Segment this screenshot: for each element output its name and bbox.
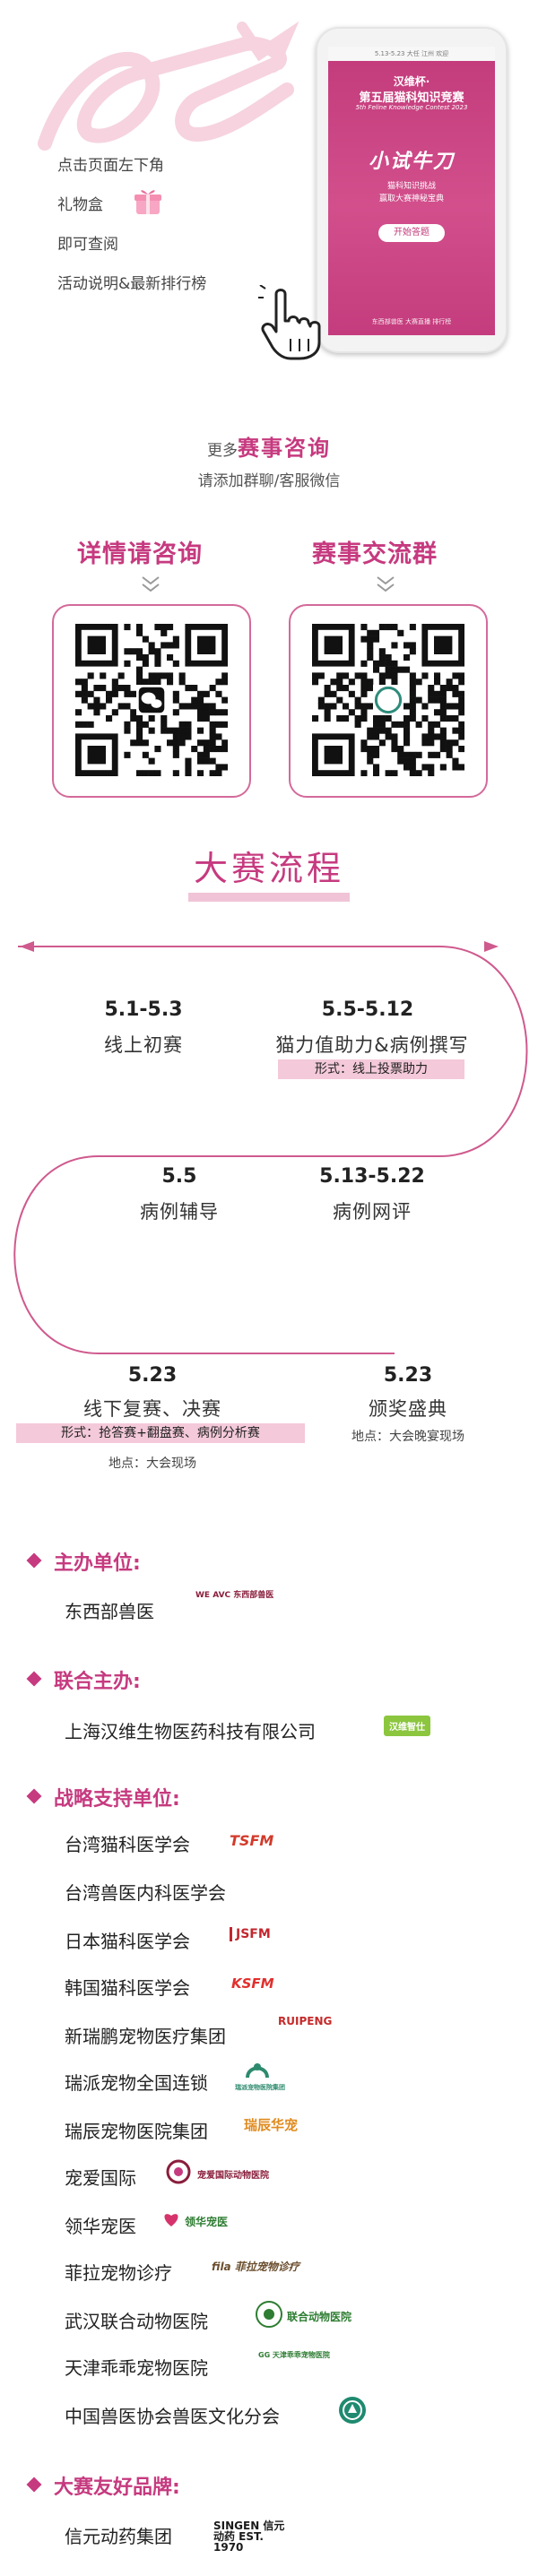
step-1-date: 5.1-5.3 xyxy=(104,998,183,1021)
chongai-logo-icon xyxy=(166,2159,191,2184)
strategic-sponsor-5: 新瑞鹏宠物医疗集团 xyxy=(65,2026,226,2047)
step-2-name: 猫力值助力&病例撰写 xyxy=(275,1034,469,1056)
strategic-label: 战略支持单位: xyxy=(54,1788,180,1811)
linghua-logo-icon xyxy=(164,2214,178,2226)
chevron-down-icon xyxy=(142,576,160,592)
event-slogan: 小试牛刀 xyxy=(368,151,455,173)
intro-line-3: 即可查阅 xyxy=(57,236,118,254)
co-organizer-name: 上海汉维生物医药科技有限公司 xyxy=(65,1721,316,1742)
strategic-sponsor-10: 菲拉宠物诊疗 xyxy=(65,2262,172,2284)
phone-footer: 东西部兽医 大赛直播 排行榜 xyxy=(371,318,452,325)
qr-card-consult[interactable] xyxy=(52,604,251,798)
weavc-logo: WE AVC 东西部兽医 xyxy=(195,1591,274,1600)
intro-line-2: 礼物盒 xyxy=(57,196,103,214)
step-2-tag: 形式：线上投票助力 xyxy=(278,1059,464,1079)
diamond-bullet-icon xyxy=(26,1671,42,1687)
event-tagline-1: 猫科知识挑战 xyxy=(386,182,436,191)
strategic-sponsor-9: 领华宠医 xyxy=(65,2216,136,2237)
step-4-date: 5.13-5.22 xyxy=(319,1165,425,1188)
qr-code-group-icon xyxy=(312,624,464,776)
diamond-bullet-icon xyxy=(26,1552,42,1569)
friends-label: 大赛友好品牌: xyxy=(54,2477,180,2499)
consult-highlight: 赛事咨询 xyxy=(238,436,331,461)
united-animal-hospital-logo-icon xyxy=(256,2301,282,2328)
qr-card-group[interactable] xyxy=(289,604,488,798)
strategic-sponsor-3: 日本猫科医学会 xyxy=(65,1931,190,1952)
ruipeng-logo: RUIPENG xyxy=(278,2015,333,2027)
consult-subtitle: 请添加群聊/客服微信 xyxy=(197,472,341,490)
diamond-bullet-icon xyxy=(26,2477,42,2493)
ruichen-logo: 瑞辰华宠 xyxy=(244,2117,299,2133)
more-prefix: 更多 xyxy=(207,442,238,460)
step-6-date: 5.23 xyxy=(383,1364,433,1387)
flow-title-underline xyxy=(188,893,350,902)
strategic-sponsor-1: 台湾猫科医学会 xyxy=(65,1834,190,1855)
jsfm-logo: JSFM xyxy=(230,1927,271,1941)
phone-screen: 5.13-5.23 大任 江州 欢迎 汉维杯· 第五届猫科知识竞赛 5th Fe… xyxy=(328,47,495,335)
event-title-line2: 第五届猫科知识竞赛 xyxy=(359,91,464,105)
strategic-sponsor-2: 台湾兽医内科医学会 xyxy=(65,1882,226,1904)
strategic-sponsor-12: 天津乖乖宠物医院 xyxy=(65,2357,208,2379)
step-5-date: 5.23 xyxy=(127,1364,178,1387)
united-animal-hospital-logo-text: 联合动物医院 xyxy=(287,2311,352,2323)
step-4-name: 病例网评 xyxy=(333,1201,412,1223)
step-6-location: 地点：大会晚宴现场 xyxy=(351,1430,464,1444)
intro-line-1: 点击页面左下角 xyxy=(57,157,164,175)
event-tagline-2: 赢取大赛神秘宝典 xyxy=(378,194,444,203)
intro-line-4: 活动说明&最新排行榜 xyxy=(57,275,207,293)
pointing-hand-icon xyxy=(258,285,321,360)
qr-code-wechat-icon xyxy=(75,624,228,776)
tsfm-logo: TSFM xyxy=(230,1832,274,1849)
singen-logo: SINGEN 信元动药 EST. 1970 xyxy=(213,2520,285,2554)
ruipai-logo-icon xyxy=(246,2063,269,2079)
step-2-date: 5.5-5.12 xyxy=(321,998,414,1021)
flow-title: 大赛流程 xyxy=(193,849,344,888)
chevron-down-icon xyxy=(377,576,395,592)
flow-timeline-path xyxy=(13,941,528,1354)
phone-status-bar: 5.13-5.23 大任 江州 欢迎 xyxy=(328,47,495,61)
organizer-name: 东西部兽医 xyxy=(65,1601,154,1622)
vet-culture-branch-logo-icon xyxy=(339,2397,366,2424)
strategic-sponsor-4: 韩国猫科医学会 xyxy=(65,1977,190,1999)
phone-mockup: 5.13-5.23 大任 江州 欢迎 汉维杯· 第五届猫科知识竞赛 5th Fe… xyxy=(316,27,508,353)
guaiguai-logo: GG 天津乖乖宠物医院 xyxy=(258,2351,330,2359)
diamond-bullet-icon xyxy=(26,1788,42,1804)
linghua-logo-text: 领华宠医 xyxy=(185,2216,229,2228)
friends-name: 信元动药集团 xyxy=(65,2526,172,2547)
co-organizer-label: 联合主办: xyxy=(54,1671,141,1693)
qr-left-title: 详情请咨询 xyxy=(77,540,203,568)
qr-right-title: 赛事交流群 xyxy=(312,540,438,568)
event-title-line1: 汉维杯· xyxy=(393,75,430,88)
step-1-name: 线上初赛 xyxy=(104,1034,183,1056)
step-5-location: 地点：大会现场 xyxy=(108,1457,196,1471)
event-subtitle: 5th Feline Knowledge Contest 2023 xyxy=(355,104,468,111)
step-5-tag: 形式：抢答赛+翻盘赛、病例分析赛 xyxy=(16,1423,305,1443)
chongai-logo-text: 宠爱国际动物医院 xyxy=(197,2171,269,2181)
strategic-sponsor-7: 瑞辰宠物医院集团 xyxy=(65,2121,208,2142)
step-3-name: 病例辅导 xyxy=(140,1201,219,1223)
ksfm-logo: KSFM xyxy=(231,1975,274,1992)
more-consult-line: 更多赛事咨询 xyxy=(0,430,538,462)
strategic-sponsor-6: 瑞派宠物全国连锁 xyxy=(65,2072,208,2094)
step-6-name: 颁奖盛典 xyxy=(369,1398,447,1420)
ruipai-logo-text: 瑞派宠物医院集团 xyxy=(235,2084,285,2091)
gift-box-icon[interactable] xyxy=(133,186,163,217)
step-5-name: 线下复赛、决赛 xyxy=(83,1398,221,1420)
organizer-label: 主办单位: xyxy=(54,1552,141,1575)
strategic-sponsor-11: 武汉联合动物医院 xyxy=(65,2311,208,2332)
strategic-sponsor-13: 中国兽医协会兽医文化分会 xyxy=(65,2406,280,2427)
fila-logo: fila 菲拉宠物诊疗 xyxy=(212,2260,299,2273)
hanwei-logo: 汉维智仕 xyxy=(384,1716,430,1736)
step-3-date: 5.5 xyxy=(161,1165,197,1188)
start-quiz-button[interactable]: 开始答题 xyxy=(378,224,445,242)
strategic-sponsor-8: 宠爱国际 xyxy=(65,2167,136,2189)
decorative-ribbon-shape xyxy=(38,21,299,151)
